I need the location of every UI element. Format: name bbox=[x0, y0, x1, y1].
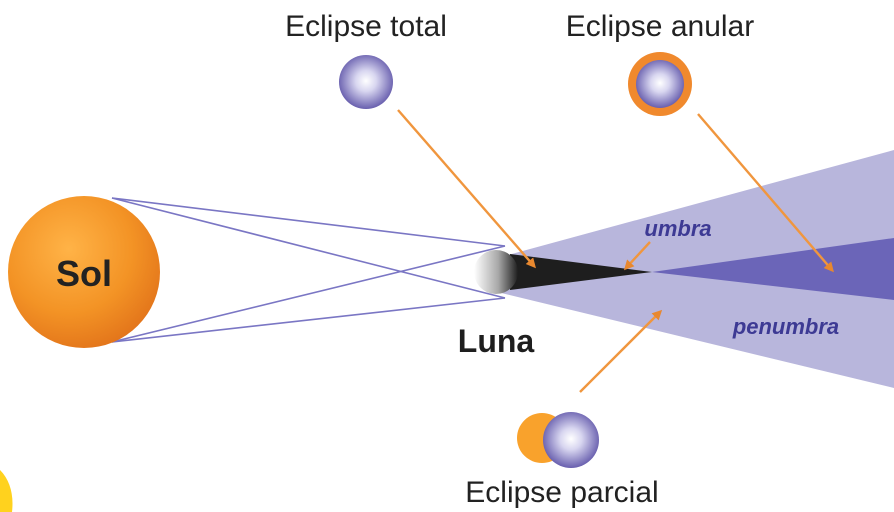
partial-eclipse-icon bbox=[543, 412, 599, 468]
sun-rays bbox=[111, 197, 506, 343]
penumbra-label: penumbra bbox=[732, 314, 839, 339]
umbra-arrow bbox=[623, 241, 651, 271]
partial-eclipse-arrow bbox=[579, 309, 663, 393]
moon bbox=[474, 250, 518, 294]
umbra-core bbox=[510, 254, 652, 290]
total-eclipse-label: Eclipse total bbox=[285, 10, 447, 43]
total-eclipse-icon bbox=[339, 55, 393, 109]
umbra-tail bbox=[652, 238, 894, 300]
annular-eclipse-arrow bbox=[697, 113, 834, 273]
annular-eclipse-icon bbox=[636, 60, 684, 108]
corner-decoration bbox=[0, 470, 13, 512]
sun-label: Sol bbox=[56, 253, 112, 294]
total-eclipse-arrow bbox=[397, 109, 536, 269]
moon-label: Luna bbox=[458, 323, 535, 359]
umbra-label: umbra bbox=[644, 216, 711, 241]
annular-eclipse-label: Eclipse anular bbox=[566, 10, 754, 43]
pointer-arrows bbox=[397, 109, 834, 393]
partial-eclipse-label: Eclipse parcial bbox=[465, 476, 658, 509]
sun bbox=[8, 196, 160, 348]
